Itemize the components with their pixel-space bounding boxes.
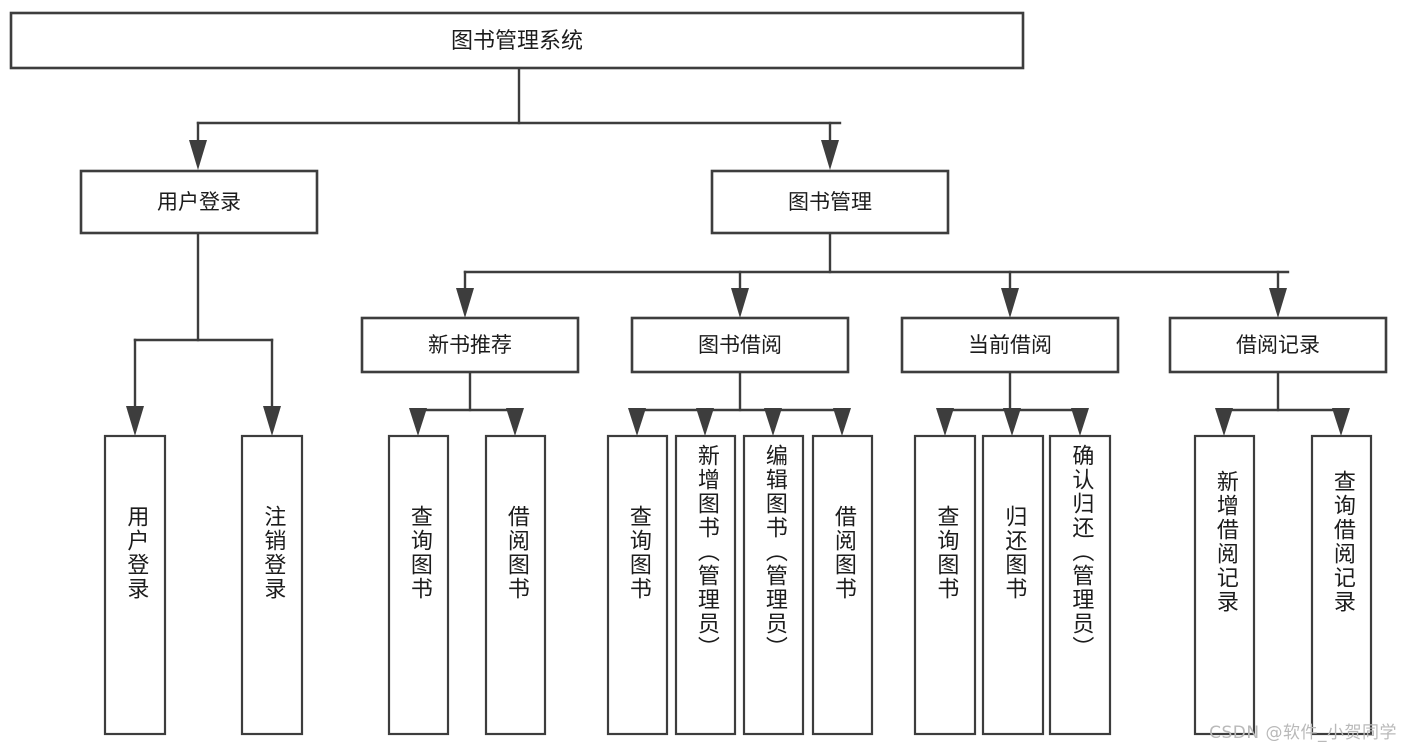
arrow-to-book-mgmt	[821, 140, 839, 170]
arrow-to-book-borrow	[731, 288, 749, 318]
leaf-borrow-record-1-box[interactable]	[1193, 434, 1256, 736]
arrow-to-borrow-record	[1269, 288, 1287, 318]
node-book-management-label: 图书管理	[788, 190, 872, 214]
leaf-book-borrow-2-box[interactable]	[674, 434, 737, 736]
connector-group	[126, 66, 1350, 436]
leaf-current-borrow-2-box[interactable]	[981, 434, 1045, 736]
arrow-to-bookborrow-leaf2	[696, 408, 714, 436]
node-new-book-recommend-label: 新书推荐	[428, 333, 512, 357]
arrow-to-logout-leaf	[263, 406, 281, 436]
arrow-to-borrowrecord-leaf1	[1215, 408, 1233, 436]
leaf-user-login-1-box[interactable]	[103, 434, 167, 736]
arrow-to-currentborrow-leaf2	[1003, 408, 1021, 436]
node-book-borrow-box[interactable]	[630, 316, 850, 374]
node-root-label: 图书管理系统	[451, 29, 583, 54]
arrow-to-bookborrow-leaf1	[628, 408, 646, 436]
arrow-to-currentborrow-leaf3	[1071, 408, 1089, 436]
arrow-to-borrowrecord-leaf2	[1332, 408, 1350, 436]
arrow-to-new-book-recommend	[456, 288, 474, 318]
leaf-book-borrow-3-box[interactable]	[742, 434, 805, 736]
leaf-current-borrow-1-box[interactable]	[913, 434, 977, 736]
csdn-watermark: CSDN @软件_小贺同学	[1209, 723, 1397, 743]
node-book-borrow-label: 图书借阅	[698, 333, 782, 357]
node-borrow-record-label: 借阅记录	[1236, 333, 1320, 357]
leaf-borrow-record-2-box[interactable]	[1310, 434, 1373, 736]
node-borrow-record-box[interactable]	[1168, 316, 1388, 374]
node-current-borrow-label: 当前借阅	[968, 333, 1052, 357]
leaf-current-borrow-3-box[interactable]	[1048, 434, 1112, 736]
node-group: 图书管理系统 用户登录 图书管理 新书推荐 图书借阅 当前借阅 借阅记录	[9, 11, 1388, 736]
node-new-book-recommend-box[interactable]	[360, 316, 580, 374]
node-root-box[interactable]	[9, 11, 1025, 70]
leaf-new-book-2-box[interactable]	[484, 434, 547, 736]
node-book-management-box[interactable]	[710, 169, 950, 235]
arrow-to-user-login-leaf	[126, 406, 144, 436]
node-current-borrow-box[interactable]	[900, 316, 1120, 374]
arrow-to-bookborrow-leaf4	[833, 408, 851, 436]
arrow-to-user-login	[189, 140, 207, 170]
arrow-to-bookborrow-leaf3	[764, 408, 782, 436]
leaf-user-login-2-box[interactable]	[240, 434, 304, 736]
arrow-to-newbook-leaf1	[409, 408, 427, 436]
leaf-new-book-1-box[interactable]	[387, 434, 450, 736]
leaf-book-borrow-1-box[interactable]	[606, 434, 669, 736]
arrow-to-current-borrow	[1001, 288, 1019, 318]
leaf-book-borrow-4-box[interactable]	[811, 434, 874, 736]
node-user-login-box[interactable]	[79, 169, 319, 235]
arrow-to-currentborrow-leaf1	[936, 408, 954, 436]
node-user-login-label: 用户登录	[157, 190, 241, 214]
arrow-to-newbook-leaf2	[506, 408, 524, 436]
